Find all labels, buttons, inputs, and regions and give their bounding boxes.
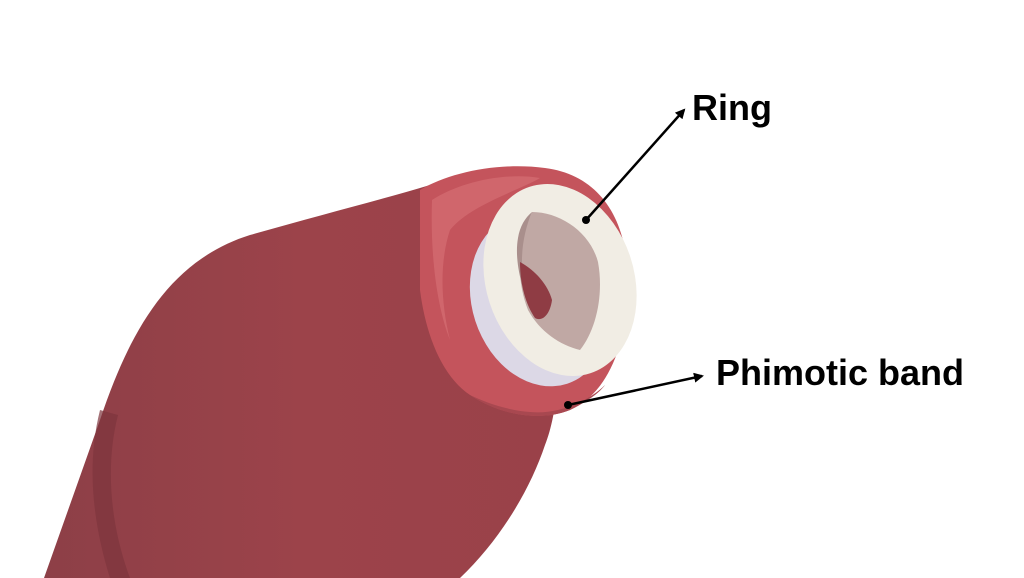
- ring-label: Ring: [692, 87, 772, 128]
- phimotic-band-arrow-dot: [564, 401, 572, 409]
- phimotic-band-arrow: [567, 372, 704, 407]
- phimotic-band-highlight: [431, 176, 540, 340]
- phimotic-band-lower-rim: [470, 385, 605, 416]
- ring-arrow-dot: [582, 216, 590, 224]
- ring-arrow: [585, 108, 686, 221]
- phimotic-band-label: Phimotic band: [716, 352, 964, 393]
- lumen-deep: [520, 262, 552, 320]
- lumen-inner-fold: [516, 212, 532, 305]
- shaft-fold: [92, 410, 130, 578]
